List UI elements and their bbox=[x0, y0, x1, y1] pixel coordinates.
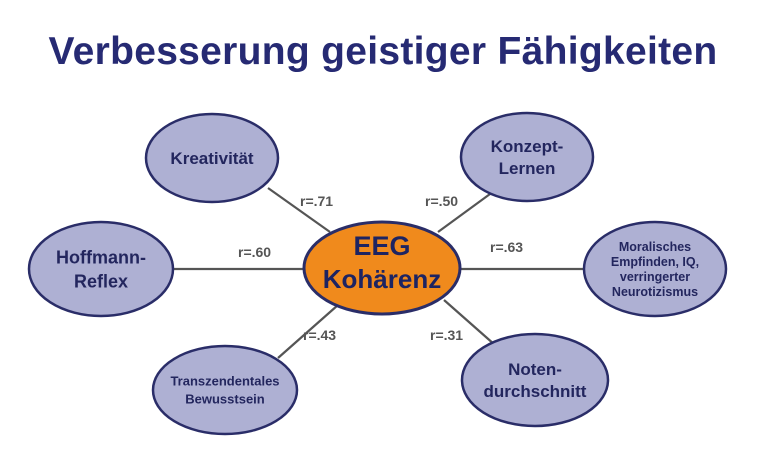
correlation-label-kreativitaet: r=.71 bbox=[300, 193, 333, 209]
node-ellipse-konzept-lernen bbox=[459, 111, 595, 203]
corr-labels: r=.71 r=.50 r=.60 r=.63 r=.43 r=.31 bbox=[238, 193, 523, 343]
center-label-1: Kohärenz bbox=[323, 264, 441, 294]
node-label-moralisches-empfinden-1: Empfinden, IQ, bbox=[611, 255, 699, 269]
node-notendurchschnitt: Noten-durchschnitt bbox=[460, 332, 610, 428]
connector-line-notendurchschnitt bbox=[443, 299, 496, 346]
correlation-label-hoffmann-reflex: r=.60 bbox=[238, 244, 271, 260]
node-ellipse-kreativitaet bbox=[144, 112, 280, 204]
node-ellipse-notendurchschnitt bbox=[460, 332, 610, 428]
center-label-0: EEG bbox=[353, 231, 410, 261]
node-label-kreativitaet-0: Kreativität bbox=[170, 149, 253, 168]
center-ellipse bbox=[302, 220, 462, 316]
node-ellipse-transzendentales-bewusstsein bbox=[151, 344, 299, 436]
node-konzept-lernen: Konzept- Lernen bbox=[459, 111, 595, 203]
node-label-hoffmann-reflex-1: Reflex bbox=[74, 271, 128, 291]
connector-lines bbox=[171, 187, 586, 359]
node-label-moralisches-empfinden-2: verringerter bbox=[620, 270, 690, 284]
correlation-label-notendurchschnitt: r=.31 bbox=[430, 327, 463, 343]
node-hoffmann-reflex: Hoffmann- Reflex bbox=[27, 220, 175, 318]
node-label-moralisches-empfinden-3: Neurotizismus bbox=[612, 285, 698, 299]
node-label-hoffmann-reflex-0: Hoffmann- bbox=[56, 247, 146, 267]
node-label-transzendentales-bewusstsein-0: Transzendentales bbox=[170, 374, 279, 389]
connector-line-kreativitaet bbox=[267, 187, 331, 233]
correlation-label-moralisches-empfinden: r=.63 bbox=[490, 239, 523, 255]
page-title: Verbesserung geistiger Fähigkeiten bbox=[48, 30, 718, 73]
node-label-notendurchschnitt-1: durchschnitt bbox=[484, 382, 587, 401]
node-label-konzept-lernen-1: Lernen bbox=[499, 159, 556, 178]
node-label-notendurchschnitt-0: Noten- bbox=[508, 360, 562, 379]
connector-line-konzept-lernen bbox=[437, 193, 491, 233]
node-ellipse-moralisches-empfinden bbox=[582, 220, 728, 318]
connector-line-transzendentales-bewusstsein bbox=[277, 304, 339, 359]
correlation-label-transzendentales-bewusstsein: r=.43 bbox=[303, 327, 336, 343]
node-kreativitaet: Kreativität bbox=[144, 112, 280, 204]
node-ellipse-hoffmann-reflex bbox=[27, 220, 175, 318]
node-label-transzendentales-bewusstsein-1: Bewusstsein bbox=[185, 392, 265, 407]
node-label-konzept-lernen-0: Konzept- bbox=[491, 137, 564, 156]
node-label-moralisches-empfinden-0: Moralisches bbox=[619, 240, 691, 254]
correlation-label-konzept-lernen: r=.50 bbox=[425, 193, 458, 209]
